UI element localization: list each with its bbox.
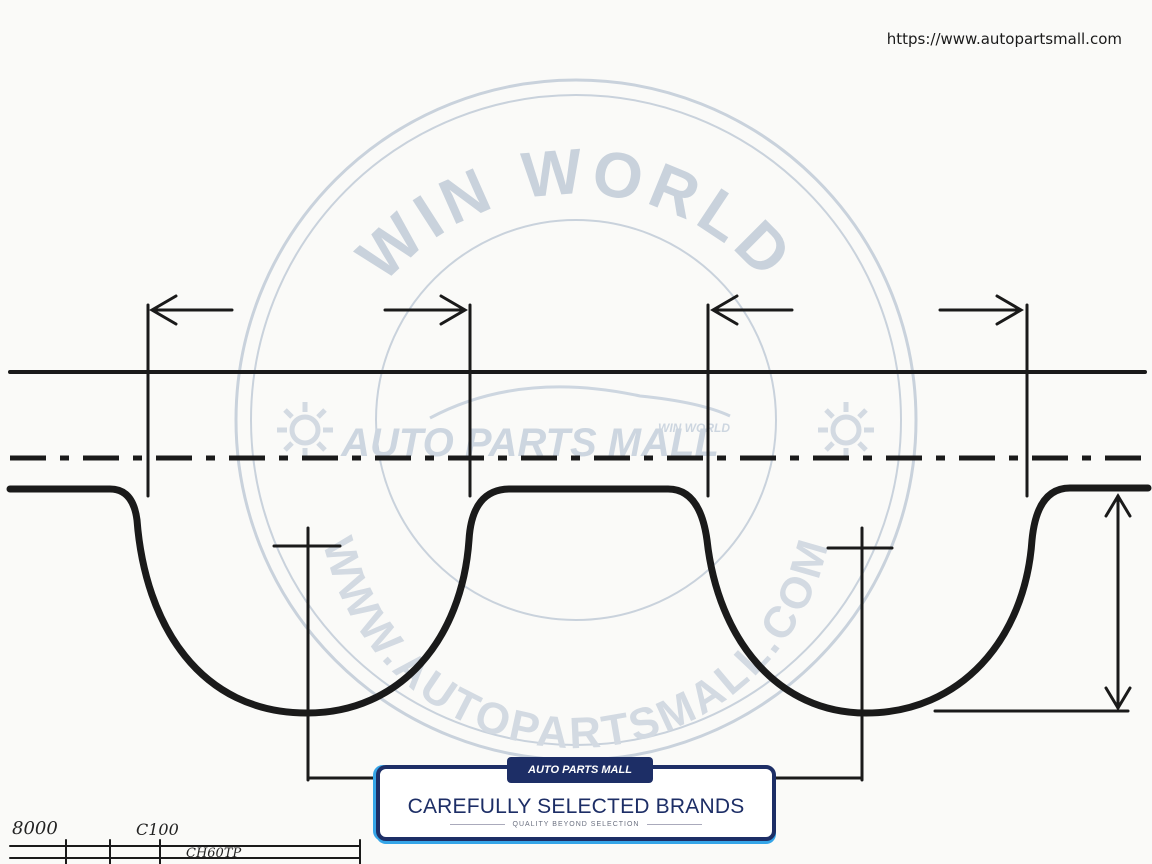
sun-icon [818,402,874,458]
badge-logo: AUTO PARTS MALL [507,757,653,783]
sketch-scale-bar [9,839,361,864]
sun-icon [277,402,333,458]
watermark-url: https://www.autopartsmall.com [886,30,1122,48]
pitch-dimension-lines [146,303,1029,498]
sketch-label: 8000 [12,818,58,839]
watermark-seal [234,78,918,762]
brand-badge: AUTO PARTS MALL CAREFULLY SELECTED BRAND… [376,757,776,841]
watermark-arc-top: WIN WORLD [343,134,809,294]
sketch-label: CH60TP [186,846,242,861]
watermark-arc-bottom: WWW.AUTOPARTSMALL.COM [313,532,839,759]
dimension-arrows [149,294,1024,326]
watermark-center-sub: WIN WORLD [658,421,730,435]
watermark-car-outline [429,385,731,420]
watermark-sun-icons [277,402,874,458]
tooth-profile [6,484,1152,717]
badge-subtitle: QUALITY BEYOND SELECTION [380,821,772,828]
badge-subtitle-text: QUALITY BEYOND SELECTION [512,821,640,828]
badge-title: CAREFULLY SELECTED BRANDS [407,795,745,818]
tooth-height-dimension [933,493,1132,713]
sketch-label: C100 [136,820,179,839]
